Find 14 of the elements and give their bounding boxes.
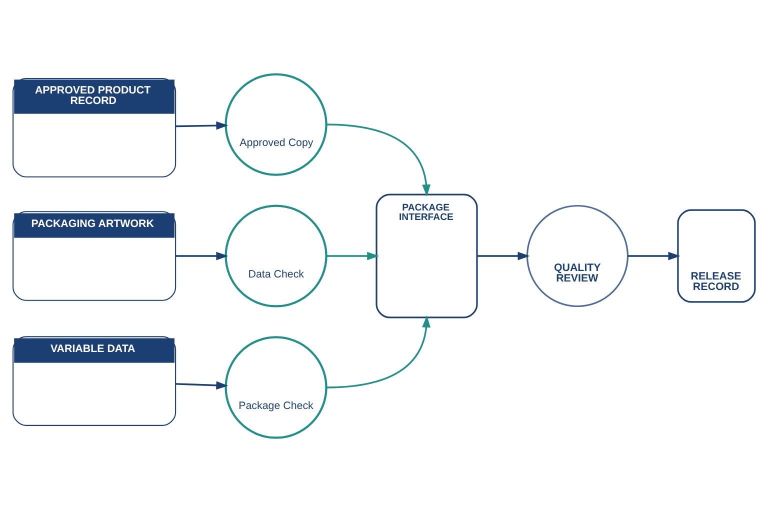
arrow — [176, 381, 228, 390]
arrow — [176, 252, 228, 260]
arrow — [628, 252, 680, 260]
arrow — [326, 124, 430, 197]
node-box: PACKAGE INTERFACE — [376, 194, 478, 318]
node-box: RELEASE RECORD — [677, 209, 756, 303]
arrow — [477, 252, 530, 260]
node-circle: Package Check — [224, 336, 328, 439]
arrow — [176, 121, 228, 130]
node-circle: Data Check — [224, 204, 328, 308]
node-circle: Approved Copy — [224, 73, 328, 176]
node-circle: QUALITY REVIEW — [526, 204, 629, 308]
arrow — [326, 315, 430, 388]
arrow — [326, 252, 380, 260]
